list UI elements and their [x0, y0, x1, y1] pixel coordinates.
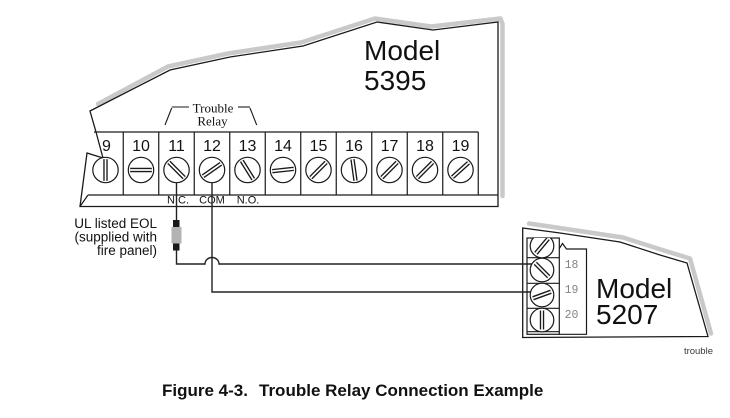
terminal-number: 12 [203, 138, 221, 155]
terminal-number: 10 [132, 138, 150, 155]
resistor-lead-top [173, 220, 180, 227]
terminal-number: 18 [416, 138, 434, 155]
screw-terminal-5207-18 [529, 257, 555, 283]
terminal-number: 19 [452, 138, 470, 155]
terminal-cell-18: 18 [411, 138, 439, 184]
eol-note-line1: UL listed EOL [74, 216, 157, 231]
terminal-number: 13 [239, 138, 257, 155]
terminal-number: 16 [345, 138, 363, 155]
terminal-number: 17 [381, 138, 399, 155]
terminal-number: 11 [168, 138, 185, 155]
terminal-number: 9 [102, 138, 111, 155]
m5207-terminal-strip: 18 19 20 [526, 237, 588, 335]
m5395-title-line2: 5395 [364, 65, 426, 96]
m5395-torn-edge-shadow [95, 16, 505, 199]
terminal-cell-16: 16 [340, 138, 368, 184]
resistor-lead-bottom [173, 243, 180, 251]
screw-terminal-5207-19 [529, 282, 555, 308]
terminal-number: 15 [310, 138, 328, 155]
terminal-cell-11: 11 [163, 138, 190, 184]
terminal-cell-19: 19 [447, 138, 474, 184]
com-wire [211, 183, 531, 293]
m5207-corner-note: trouble [684, 346, 713, 357]
relay-wiring [171, 183, 532, 293]
trouble-relay-label-line1: Trouble [193, 101, 234, 116]
m5207-terminal-number-18: 18 [565, 259, 579, 272]
m5395-terminal-strip [79, 131, 498, 207]
terminal-cell-17: 17 [376, 138, 403, 184]
m5207-number-column [558, 242, 588, 335]
m5207-title-line2: 5207 [596, 299, 658, 330]
figure-caption-number: Figure 4-3. [162, 381, 248, 400]
m5207-outline [522, 227, 709, 339]
figure-caption-title: Trouble Relay Connection Example [259, 381, 543, 400]
terminal-cell-9: 9 [92, 138, 119, 184]
trouble-relay-bracket: Trouble Relay [164, 101, 258, 129]
nc-wire-lower [175, 249, 532, 265]
eol-note-line3: fire panel) [97, 243, 157, 258]
trouble-relay-label-line2: Relay [197, 114, 228, 129]
m5207-terminal-number-20: 20 [565, 309, 579, 322]
eol-note-line2: (supplied with [74, 230, 157, 245]
eol-resistor [171, 220, 182, 251]
terminal-cell-13: 13 [234, 138, 261, 184]
terminal-cell-15: 15 [305, 138, 332, 184]
m5207-torn-edge-shadow [526, 221, 714, 336]
terminal-number: 14 [274, 138, 292, 155]
contact-label-nc: N.C. [167, 195, 189, 207]
screw-terminal-5207-20 [529, 307, 555, 333]
m5207-terminal-number-19: 19 [565, 284, 579, 297]
terminal-cell-14: 14 [269, 138, 297, 184]
contact-label-no: N.O. [237, 195, 260, 207]
m5207-title-line1: Model [596, 273, 672, 304]
eol-annotation: UL listed EOL (supplied with fire panel) [74, 216, 157, 258]
m5395-title-line1: Model [364, 35, 440, 66]
cut-terminal [529, 238, 555, 258]
m5395-terminals: 9 10 11 12 13 14 15 [92, 138, 474, 184]
resistor-body [171, 227, 182, 244]
terminal-cell-10: 10 [127, 138, 155, 184]
terminal-cell-12: 12 [198, 138, 226, 184]
figure-caption: Figure 4-3. Trouble Relay Connection Exa… [162, 381, 543, 400]
